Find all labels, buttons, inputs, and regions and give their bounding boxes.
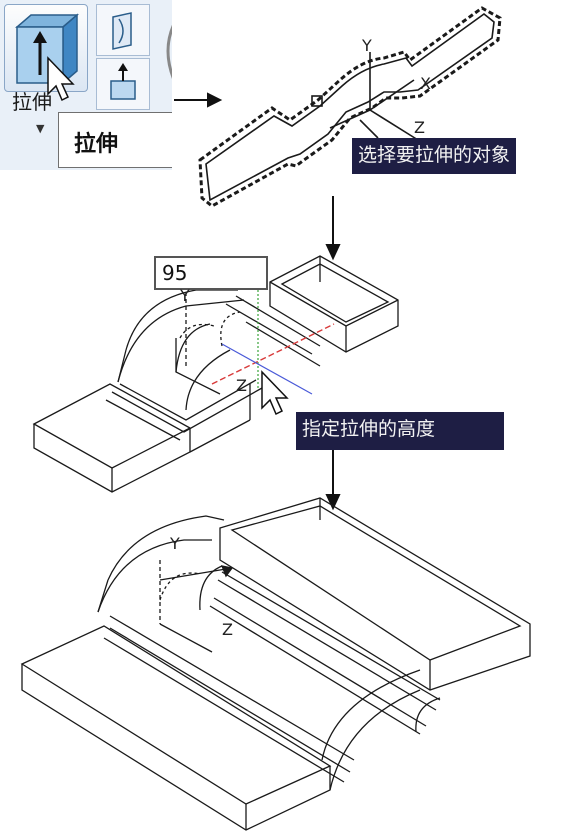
step3-axis-z: Z <box>222 620 233 639</box>
step3-axis-y: Y <box>170 534 180 553</box>
revolve-button[interactable] <box>96 4 150 56</box>
chevron-down-icon[interactable]: ▼ <box>36 122 45 135</box>
sweep-icon <box>110 63 136 100</box>
step2-axis-y: Y <box>180 286 190 305</box>
extrude-label: 拉伸 <box>12 90 52 114</box>
tooltip-text: 拉伸 <box>74 132 119 157</box>
step1-axis-x: X <box>420 74 431 93</box>
revolve-icon <box>112 12 132 50</box>
step1-axis-y: Y <box>362 36 372 55</box>
partial-button-edge <box>166 24 172 79</box>
step2-axis-z: Z <box>236 376 247 395</box>
height-input[interactable]: 95 <box>154 256 268 290</box>
tooltip <box>58 112 172 168</box>
extrude-button[interactable] <box>4 4 88 92</box>
ribbon-fragment: 拉伸 ▼ 拉伸 <box>0 0 172 170</box>
cursor-icon <box>47 56 75 102</box>
sweep-button[interactable] <box>96 58 150 110</box>
step2-cursor-icon <box>261 370 289 416</box>
step1-prompt: 选择要拉伸的对象 <box>352 138 517 174</box>
step2-prompt: 指定拉伸的高度 <box>296 412 504 450</box>
step1-axis-z: Z <box>414 118 425 137</box>
